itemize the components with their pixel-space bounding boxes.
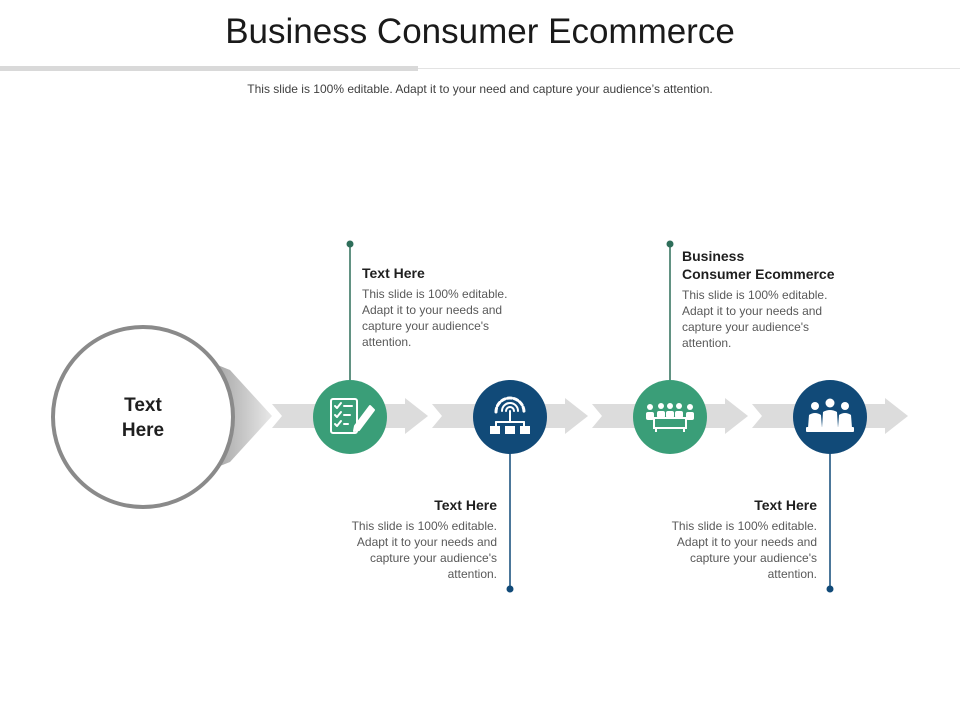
step-2-heading: Text Here	[434, 497, 497, 513]
team-icon	[806, 398, 854, 432]
meeting-table-icon	[646, 403, 694, 432]
page-subtitle: This slide is 100% editable. Adapt it to…	[247, 82, 713, 96]
step-2-callout: Text Here This slide is 100% editable. A…	[322, 496, 497, 582]
step-4-body: This slide is 100% editable. Adapt it to…	[671, 519, 817, 581]
step-4-callout: Text Here This slide is 100% editable. A…	[642, 496, 817, 582]
checklist-icon	[330, 398, 375, 434]
network-gear-icon	[490, 396, 530, 434]
connector-dot-2	[506, 585, 514, 593]
step-3-body: This slide is 100% editable. Adapt it to…	[682, 288, 828, 350]
connector-dot-4	[826, 585, 834, 593]
page-title: Business Consumer Ecommerce	[225, 12, 735, 51]
title-underline-accent	[0, 66, 418, 71]
connector-dot-1	[346, 240, 354, 248]
step-3-callout: Business Consumer Ecommerce This slide i…	[682, 247, 857, 351]
step-3-heading: Business Consumer Ecommerce	[682, 248, 835, 282]
step-1-heading: Text Here	[362, 265, 425, 281]
step-2-body: This slide is 100% editable. Adapt it to…	[351, 519, 497, 581]
step-1-body: This slide is 100% editable. Adapt it to…	[362, 287, 508, 349]
hub-circle	[51, 325, 235, 509]
connector-dot-3	[666, 240, 674, 248]
title-underline	[418, 68, 960, 69]
step-circle-1	[313, 380, 387, 454]
hub-label: Text Here	[121, 395, 165, 441]
step-4-heading: Text Here	[754, 497, 817, 513]
step-1-callout: Text Here This slide is 100% editable. A…	[362, 264, 537, 350]
